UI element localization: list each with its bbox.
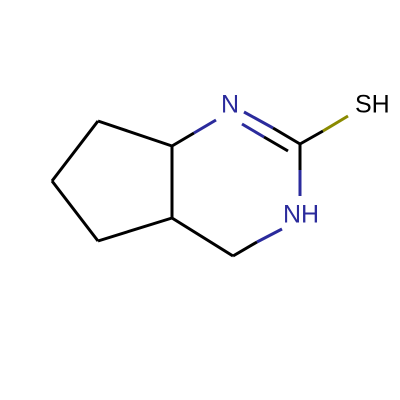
atom-nh-label: NH (283, 201, 319, 229)
bond-n1-c-outer-a (243, 110, 274, 130)
bond-c2-n1-b (193, 118, 217, 135)
atom-sh-label: SH (355, 91, 390, 119)
bond-c-s-b (322, 114, 349, 133)
bond-ch2-c3 (171, 216, 234, 258)
bond-c4-c5 (50, 180, 100, 242)
bond-c-s-a (299, 129, 324, 146)
bond-nh-ch2-a (256, 227, 283, 244)
bond-c3-c4 (97, 216, 173, 243)
bond-c1-c2 (97, 119, 173, 148)
bond-n1-c-inner-a (241, 122, 265, 139)
bond-nh-ch2-b (232, 240, 258, 258)
bond-n1-c-inner-b (263, 135, 289, 153)
atom-n1-label: N (221, 91, 239, 119)
bond-c2-n1-a (171, 131, 195, 148)
bond-c5-c1 (50, 120, 100, 182)
bond-n1-c-outer-b (272, 126, 301, 146)
